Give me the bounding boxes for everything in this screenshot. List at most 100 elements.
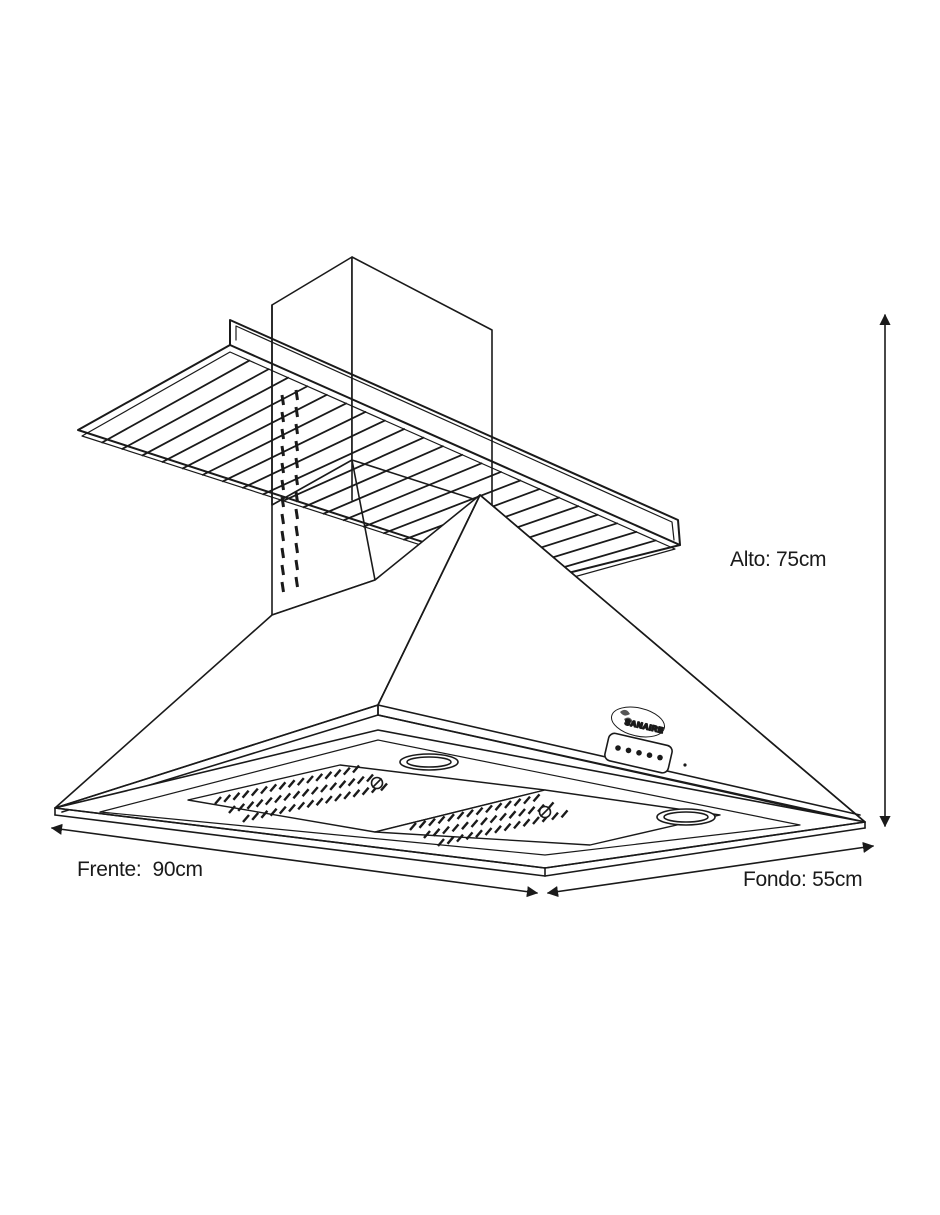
filter-slot	[499, 812, 507, 822]
filter-slot	[437, 815, 446, 825]
filter-slot	[456, 811, 465, 820]
filter-slot	[310, 786, 319, 795]
filter-slot	[338, 780, 347, 789]
control-button-icon	[615, 745, 621, 751]
control-button-icon	[646, 752, 653, 758]
filter-slot	[494, 802, 503, 811]
filter-slot	[532, 793, 541, 803]
filter-slot	[551, 811, 559, 821]
filter-slot	[246, 801, 255, 810]
shelf-bar	[101, 359, 251, 444]
filter-slot	[489, 814, 498, 824]
vent-slot	[280, 445, 285, 457]
vent-slot	[280, 530, 285, 542]
filter-slot	[260, 785, 268, 795]
filter-slot	[324, 771, 333, 780]
filter-slot	[274, 794, 282, 804]
vent-slot	[294, 576, 299, 588]
filter-slot	[297, 801, 306, 811]
shelf-bar	[322, 453, 464, 515]
front-width-label: Frente: 90cm	[77, 858, 203, 881]
filter-slot	[301, 788, 310, 797]
filter-slot	[356, 775, 365, 785]
filter-slot	[264, 796, 273, 806]
shelf-bar	[342, 462, 483, 522]
shelf-bar	[181, 393, 328, 470]
filter-slot	[228, 805, 236, 814]
shelf-bar	[302, 445, 444, 509]
vent-slot	[294, 474, 299, 486]
filter-slot	[361, 786, 370, 796]
filter-slot	[306, 799, 315, 809]
control-button-icon	[625, 747, 632, 754]
filter-slot	[315, 797, 324, 806]
filter-slot	[334, 793, 342, 802]
height-label: Alto: 75cm	[730, 548, 827, 571]
filter-slot	[214, 796, 222, 805]
filter-slot	[523, 795, 531, 805]
filter-slot	[518, 808, 526, 817]
vent-slot	[294, 559, 299, 571]
vent-slot	[280, 581, 285, 593]
shelf-bar	[201, 402, 347, 476]
filter-slot	[380, 782, 388, 792]
filter-slot	[466, 809, 474, 818]
filter-slot	[315, 773, 324, 782]
filter-slot	[251, 812, 260, 821]
shelf-bar	[121, 368, 270, 450]
vent-slot	[280, 513, 285, 525]
shelf-bar	[222, 411, 367, 483]
filter-slot	[288, 803, 296, 813]
front-arrow	[50, 823, 539, 898]
halogen-lights	[399, 753, 716, 826]
shelf-bar	[362, 471, 502, 528]
filter-slot	[242, 814, 250, 823]
filter-slot	[508, 810, 517, 819]
filter-slot	[513, 798, 522, 807]
filter-slot	[269, 783, 278, 793]
filter-slot	[237, 803, 246, 812]
filter-slot	[223, 794, 232, 803]
filter-slot	[232, 792, 241, 801]
filter-slot	[485, 804, 493, 814]
filter-slot	[278, 805, 287, 815]
control-panel	[604, 732, 687, 774]
filter-slot	[352, 789, 361, 798]
filter-slot	[306, 775, 314, 784]
vent-slot	[294, 406, 299, 418]
vent-slot	[294, 542, 299, 554]
filter-slot	[447, 813, 455, 822]
shelf-bar	[141, 376, 289, 457]
control-button-icon	[657, 754, 663, 761]
filter-slot	[527, 806, 536, 815]
shelf-bar	[161, 385, 309, 463]
filter-slot	[366, 773, 374, 783]
filter-slot	[352, 764, 360, 774]
control-button-icon	[636, 750, 642, 756]
depth-label: Fondo: 55cm	[743, 868, 863, 891]
filter-slot	[250, 787, 259, 797]
filter-slot	[292, 790, 301, 800]
shelf-bar	[282, 436, 425, 502]
wire-shelf-rack	[77, 319, 681, 586]
filter-slot	[333, 768, 342, 778]
depth-arrow	[546, 841, 875, 898]
filter-slot	[475, 806, 484, 816]
filter-slot	[329, 782, 338, 791]
filter-slot	[480, 817, 488, 826]
vent-slot	[280, 564, 285, 576]
filter-slot	[560, 809, 569, 819]
vent-slot	[280, 496, 285, 508]
filter-slot	[324, 795, 333, 804]
shelf-bar	[383, 479, 522, 535]
filter-slot	[255, 798, 264, 808]
filter-slot	[342, 766, 351, 776]
filter-slot	[287, 779, 296, 788]
filter-slot	[504, 800, 512, 809]
vent-slot	[280, 547, 285, 559]
filter-slot	[278, 781, 287, 791]
filter-slot	[260, 810, 269, 819]
dimension-lines	[50, 313, 891, 898]
filter-slot	[241, 789, 250, 799]
